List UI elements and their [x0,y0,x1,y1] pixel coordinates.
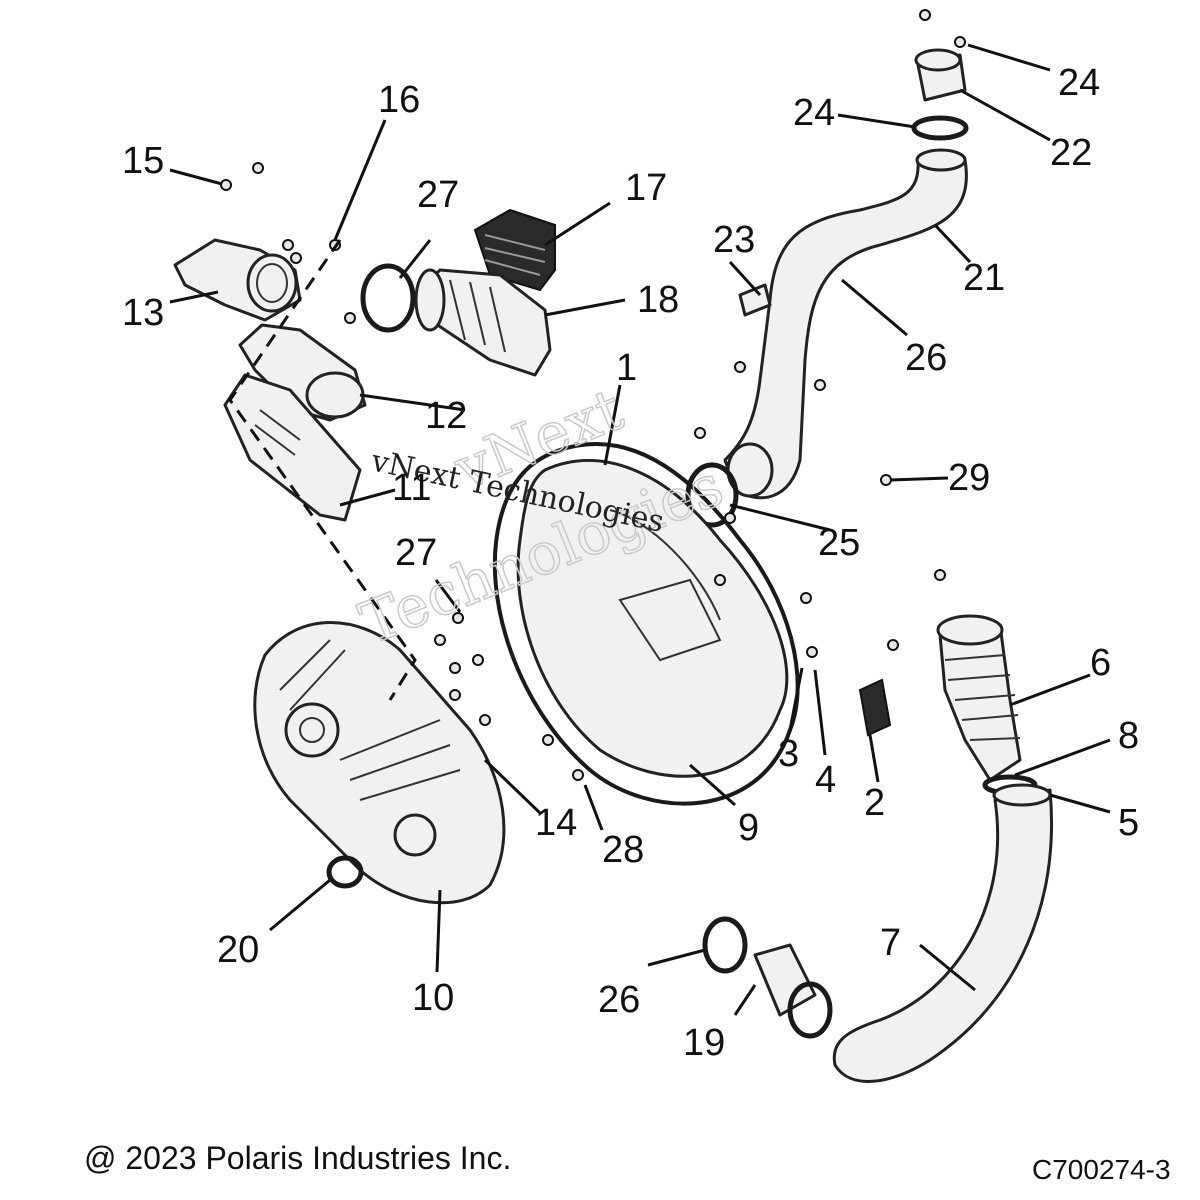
callout-10: 10 [412,977,454,1019]
callout-26-upper: 26 [905,337,947,379]
callout-4: 4 [815,759,836,801]
callout-17: 17 [625,167,667,209]
callout-26-lower: 26 [598,979,640,1021]
hose-5-7 [832,783,1053,1083]
filter-element-17 [473,208,556,292]
callout-28: 28 [602,829,644,871]
inner-cover-10 [253,621,506,905]
callout-13: 13 [122,292,164,334]
callout-11: 11 [392,467,431,509]
callout-25: 25 [818,522,860,564]
ring-27-upper [360,263,416,333]
callout-1: 1 [616,347,637,389]
callout-29: 29 [948,457,990,499]
clamp-24 [911,115,969,141]
callout-24-lower: 24 [793,92,835,134]
callout-21: 21 [963,257,1005,299]
callout-20: 20 [217,929,259,971]
copyright-notice: @ 2023 Polaris Industries Inc. [84,1140,512,1176]
callout-24-upper: 24 [1058,62,1100,104]
callout-16: 16 [378,79,420,121]
callout-22: 22 [1050,132,1092,174]
fasteners [220,9,966,781]
assembly-path [228,239,417,701]
seal-9 [492,442,800,806]
callout-15: 15 [122,140,164,182]
outer-cover-1 [516,459,789,778]
intake-duct-18 [414,268,552,377]
callout-2: 2 [864,782,885,824]
outlet-hose-21 [723,148,968,500]
cap-22 [914,48,967,102]
callout-6: 6 [1090,642,1111,684]
callout-18: 18 [637,279,679,321]
callout-19: 19 [683,1022,725,1064]
callout-12: 12 [425,395,467,437]
callout-3: 3 [778,733,799,775]
drawing-code: C700274-3 [1032,1154,1171,1185]
callout-7: 7 [880,922,901,964]
leader-lines [169,43,1111,1016]
indicator-2 [858,678,892,737]
callout-27-upper: 27 [417,174,459,216]
intake-plate-11 [223,373,362,522]
callout-23: 23 [713,219,755,261]
duct-6 [936,614,1022,782]
callout-27-lower: 27 [395,532,437,574]
clamp-25 [685,462,739,528]
callout-9: 9 [738,807,759,849]
coupler-19 [702,916,833,1039]
seal-20 [326,855,364,889]
callout-labels: 1 2 3 4 5 6 7 8 9 10 11 12 13 14 15 16 1… [122,62,1139,1064]
callout-14: 14 [535,802,577,844]
callout-5: 5 [1118,802,1139,844]
callout-8: 8 [1118,715,1139,757]
intake-duct-13 [173,238,302,322]
